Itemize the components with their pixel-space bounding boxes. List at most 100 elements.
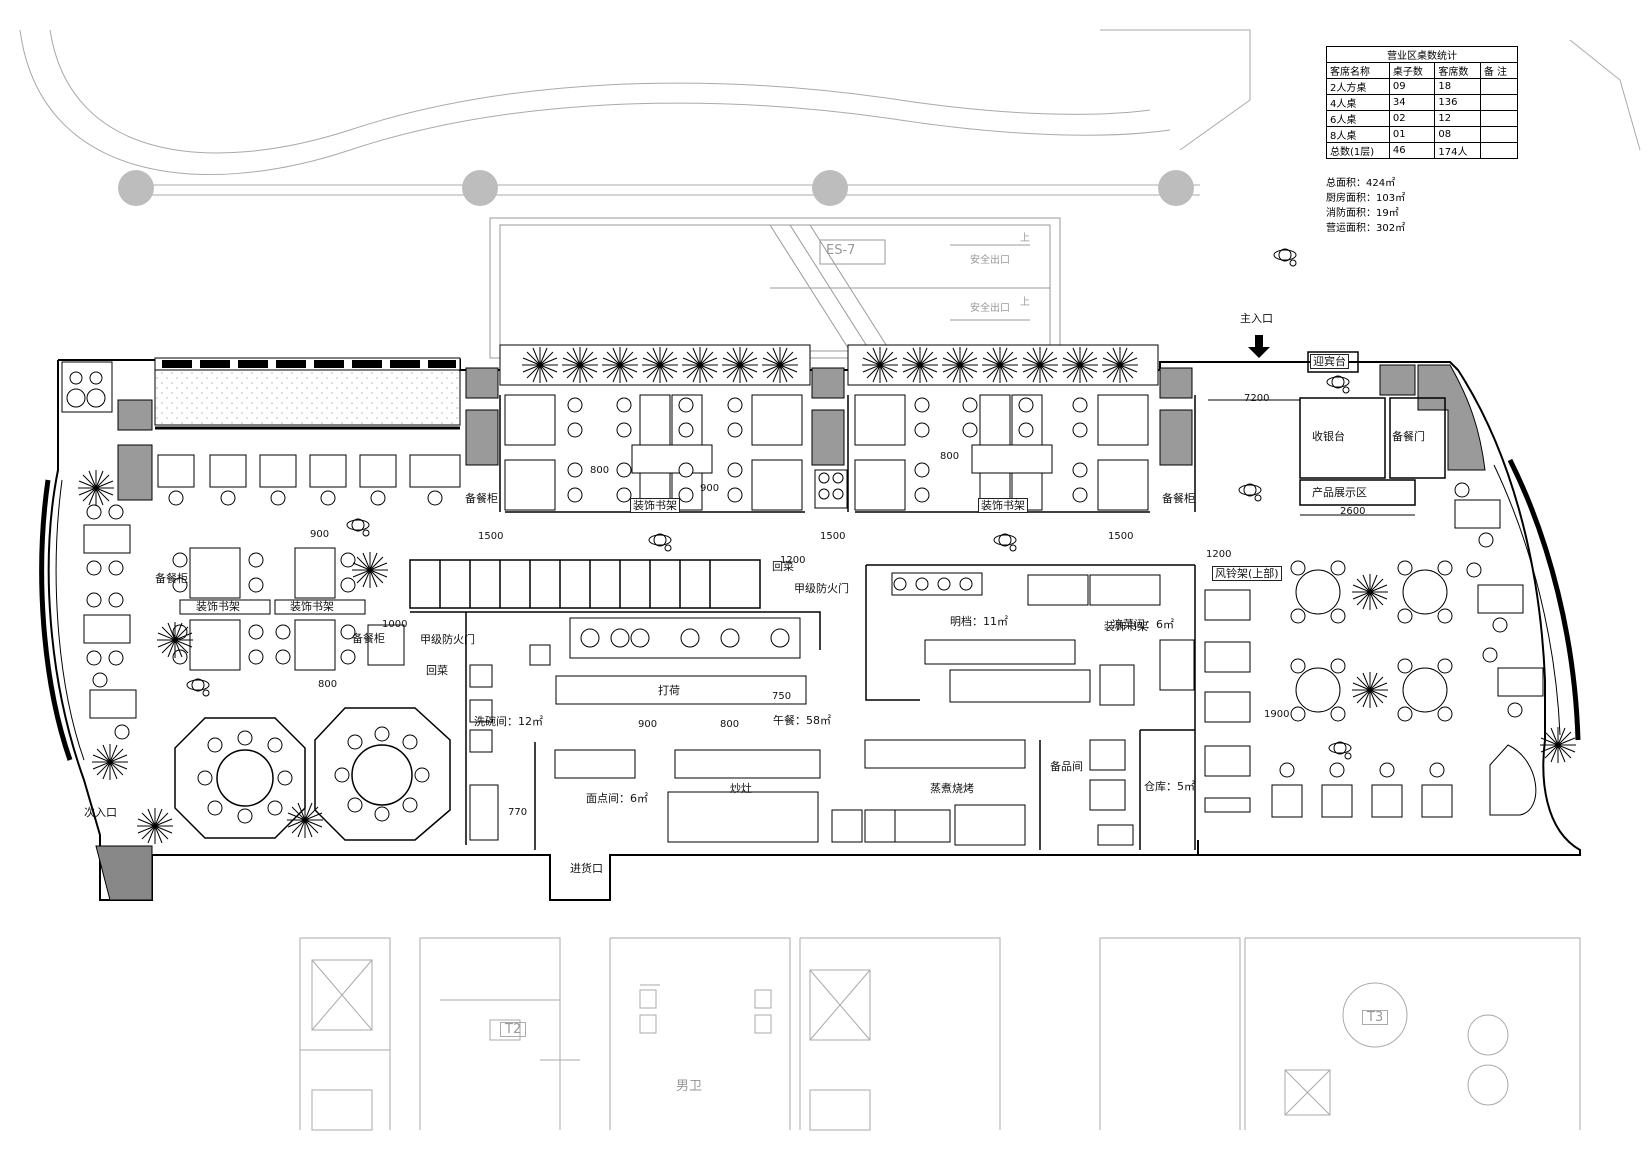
dimension: 900	[310, 529, 330, 540]
escalator-exit-label: 安全出口	[970, 255, 1010, 266]
main-entrance-arrow	[1248, 335, 1270, 358]
prep-cabinet-label: 备餐柜	[155, 572, 188, 585]
return-dish-label: 回菜	[426, 664, 448, 677]
dimension: 800	[590, 465, 610, 476]
stats-cell	[1479, 126, 1519, 143]
dimension: 1500	[1108, 531, 1134, 542]
stats-title: 营业区桌数统计	[1326, 46, 1518, 63]
escalator	[489, 217, 1061, 359]
dimension: 7200	[1244, 393, 1270, 404]
dimension: 1200	[780, 555, 806, 566]
dimension: 2600	[1340, 506, 1366, 517]
seating-stats-table: 营业区桌数统计 客席名称 桌子数 客席数 备 注 2人方桌 09 18 4人桌 …	[1326, 46, 1519, 159]
up-label: 上	[1020, 233, 1030, 244]
male-wc-label: 男卫	[676, 1079, 703, 1094]
dimension: 800	[720, 719, 740, 730]
stats-header: 客席名称	[1326, 62, 1390, 79]
stats-header: 客席数	[1434, 62, 1481, 79]
hot-kitchen-label: 蒸煮烧烤	[930, 782, 974, 795]
dimension: 770	[508, 807, 528, 818]
area-total: 总面积：424㎡	[1326, 178, 1396, 189]
stats-cell	[1479, 94, 1519, 111]
pass-label: 打荷	[658, 684, 680, 697]
tables-left-center	[156, 547, 405, 671]
stats-cell: 6人桌	[1326, 110, 1390, 127]
area-operating: 营运面积：302㎡	[1326, 223, 1406, 234]
decor-rack-label: 装饰书架	[196, 600, 240, 613]
stats-cell	[1479, 142, 1519, 159]
decor-rack-label: 装饰书架	[1104, 620, 1148, 633]
area-fire: 消防面积：19㎡	[1326, 208, 1399, 219]
dimension: 900	[638, 719, 658, 730]
planter-strip	[154, 357, 461, 430]
column-row	[118, 170, 1194, 206]
stats-row: 8人桌 01 08	[1326, 126, 1519, 143]
area-summary: 总面积：424㎡ 厨房面积：103㎡ 消防面积：19㎡ 营运面积：302㎡	[1326, 176, 1405, 236]
booth-area-center-left	[504, 394, 848, 511]
private-rooms	[136, 707, 451, 845]
reception-label: 迎宾台	[1310, 354, 1349, 369]
dimension: 1200	[1206, 549, 1232, 560]
corner-stools	[61, 361, 113, 413]
stats-cell: 136	[1434, 94, 1481, 111]
prep-cabinet-label: 备餐柜	[1162, 492, 1195, 505]
bakery-label: 面点间：6㎡	[586, 792, 648, 805]
decor-rack-label: 装饰书架	[978, 498, 1028, 513]
reception-area	[1208, 351, 1446, 516]
plant-row	[499, 344, 1159, 386]
pantry-label: 备品间	[1050, 760, 1083, 773]
dimension: 1500	[820, 531, 846, 542]
structural-columns	[117, 364, 1486, 501]
kitchen-walls	[409, 559, 1196, 850]
stats-cell: 2人方桌	[1326, 78, 1390, 95]
prep-cabinet-label: 备餐柜	[352, 632, 385, 645]
stats-row: 总数(1层) 46 174人	[1326, 142, 1519, 159]
dimension: 800	[318, 679, 338, 690]
booth-area-center-right	[854, 394, 1149, 511]
goods-entrance-label: 进货口	[570, 862, 603, 875]
main-entrance-label: 主入口	[1240, 312, 1273, 325]
stats-cell: 08	[1434, 126, 1481, 143]
right-curved-bench	[1454, 458, 1581, 764]
stats-row: 4人桌 34 136	[1326, 94, 1519, 111]
lunch-label: 午餐：58㎡	[773, 714, 831, 727]
bright-kitchen-label: 明档：11㎡	[950, 615, 1008, 628]
stats-cell: 46	[1388, 142, 1436, 159]
stats-cell: 12	[1434, 110, 1481, 127]
stats-header: 桌子数	[1388, 62, 1436, 79]
stats-header-row: 客席名称 桌子数 客席数 备 注	[1326, 62, 1519, 79]
escalator-label: ES-7	[826, 243, 856, 258]
exterior-outline	[19, 29, 1641, 196]
up-label: 上	[1020, 297, 1030, 308]
dimension: 1500	[478, 531, 504, 542]
fire-door-label: 甲级防火门	[420, 633, 475, 646]
product-display-label: 产品展示区	[1312, 486, 1367, 499]
escalator-exit-label: 安全出口	[970, 303, 1010, 314]
stats-cell	[1479, 78, 1519, 95]
decor-rack-label: 装饰书架	[630, 498, 680, 513]
t2-label: T2	[500, 1022, 527, 1037]
cold-dish-label: 凉菜间：6㎡	[1112, 618, 1174, 631]
entrance-walls	[95, 845, 153, 901]
cashier-label: 收银台	[1312, 430, 1345, 443]
stats-cell: 18	[1434, 78, 1481, 95]
storage-label: 仓库：5㎡	[1144, 780, 1195, 793]
booth-row-top-left	[157, 454, 461, 506]
fire-door-label: 甲级防火门	[794, 582, 849, 595]
washroom-label: 洗碗间：12㎡	[474, 715, 543, 728]
secondary-entrance-label: 次入口	[84, 806, 117, 819]
kitchen-equipment	[469, 572, 1195, 846]
fry-label: 炒灶	[730, 782, 752, 795]
stats-row: 2人方桌 09 18	[1326, 78, 1519, 95]
dimension: 800	[940, 451, 960, 462]
right-seating	[1204, 560, 1537, 818]
stats-header: 备 注	[1479, 62, 1519, 79]
left-curved-bench	[39, 469, 137, 781]
stats-cell	[1479, 110, 1519, 127]
dimension: 1000	[382, 619, 408, 630]
stats-cell: 02	[1388, 110, 1436, 127]
t3-label: T3	[1362, 1010, 1389, 1025]
service-door-label: 备餐门	[1392, 430, 1425, 443]
stats-cell: 09	[1388, 78, 1436, 95]
